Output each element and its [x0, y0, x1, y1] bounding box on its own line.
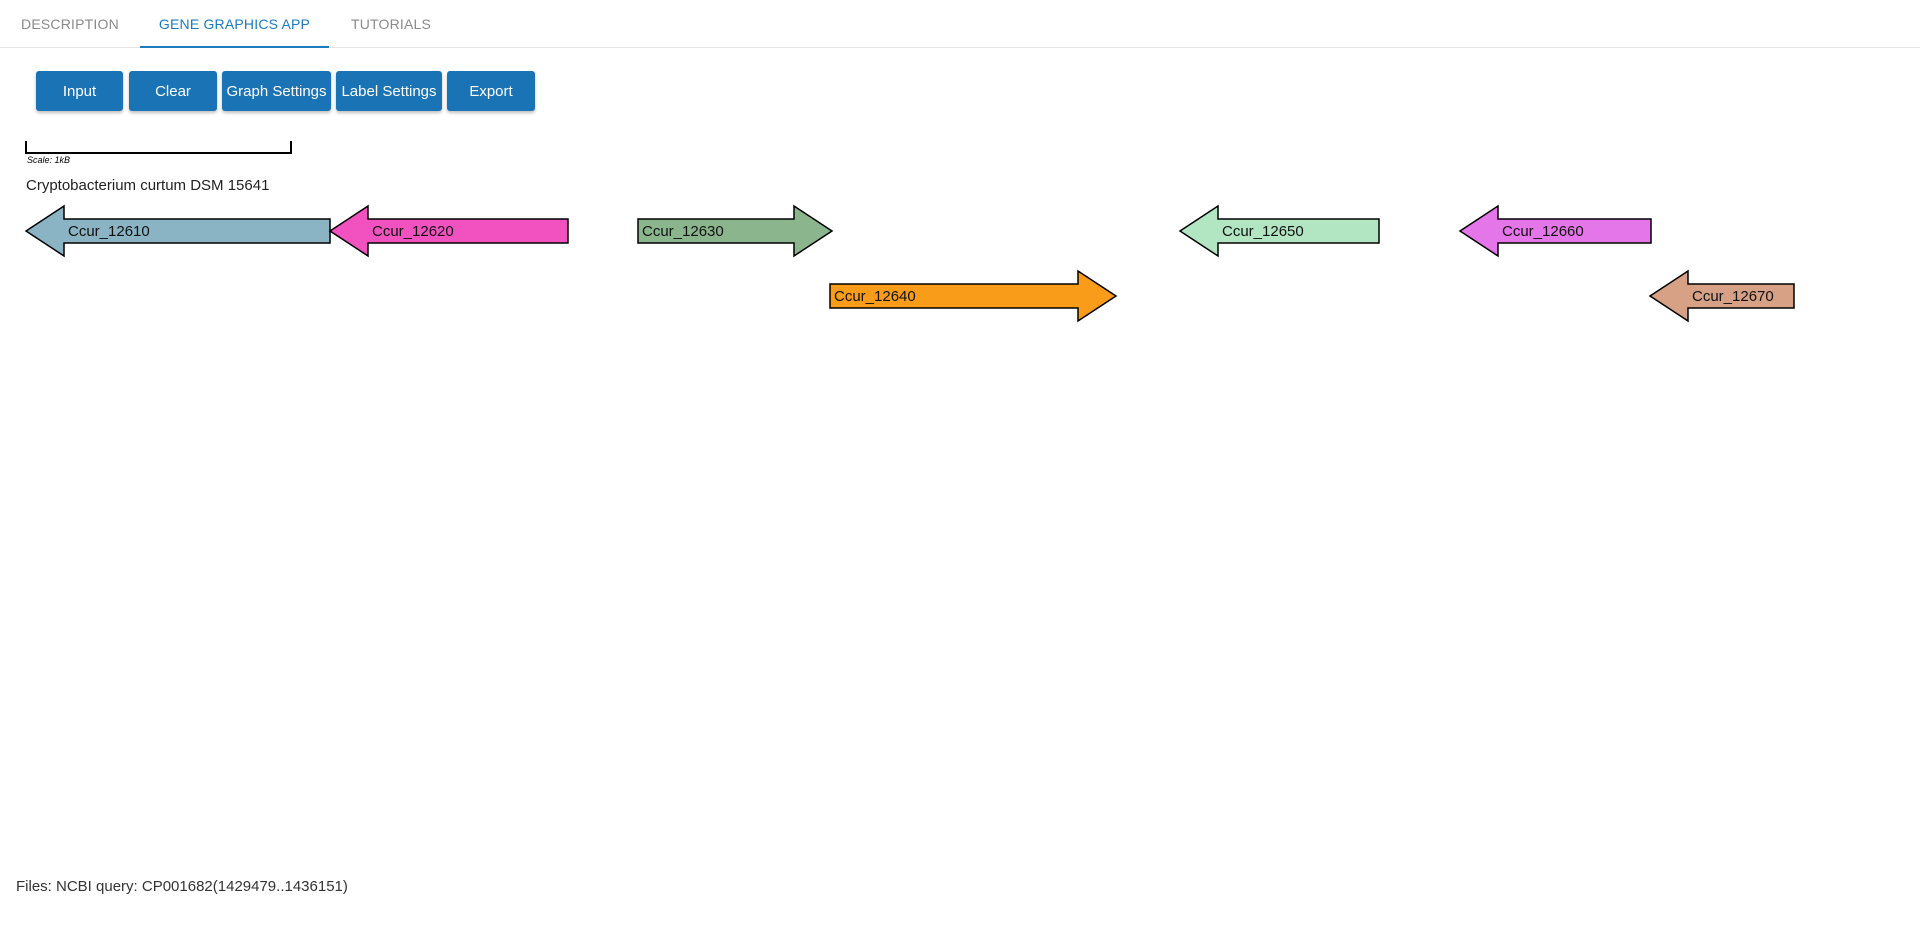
tab-bar: DESCRIPTION GENE GRAPHICS APP TUTORIALS [0, 0, 1920, 48]
gene-arrow[interactable] [1458, 204, 1652, 258]
gene-graphic-canvas: Scale: 1kB Cryptobacterium curtum DSM 15… [24, 141, 1795, 323]
input-button[interactable]: Input [36, 71, 123, 111]
export-button[interactable]: Export [447, 71, 535, 111]
label-settings-button[interactable]: Label Settings [336, 71, 442, 111]
gene-arrow[interactable] [637, 204, 834, 258]
tab-tutorials[interactable]: TUTORIALS [350, 16, 432, 32]
genome-name: Cryptobacterium curtum DSM 15641 [26, 177, 269, 194]
gene-label: Ccur_12660 [1502, 223, 1584, 240]
gene-arrows: Ccur_12610 Ccur_12620 Ccur_12630Ccur_12640… [24, 204, 1795, 323]
gene-arrow[interactable] [1178, 204, 1380, 258]
tab-gene-graphics-app[interactable]: GENE GRAPHICS APP [140, 0, 329, 48]
gene-label: Ccur_12630 [642, 223, 724, 240]
gene-label: Ccur_12610 [68, 223, 150, 240]
files-info: Files: NCBI query: CP001682(1429479..143… [16, 878, 348, 895]
gene-label: Ccur_12640 [834, 288, 916, 305]
gene-arrow[interactable] [829, 269, 1118, 323]
gene-arrow[interactable] [328, 204, 569, 258]
clear-button[interactable]: Clear [129, 71, 217, 111]
gene-label: Ccur_12620 [372, 223, 454, 240]
gene-arrow[interactable] [1648, 269, 1795, 323]
gene-label: Ccur_12650 [1222, 223, 1304, 240]
scale-label: Scale: 1kB [27, 155, 70, 165]
graph-settings-button[interactable]: Graph Settings [222, 71, 331, 111]
tab-description[interactable]: DESCRIPTION [21, 16, 119, 32]
gene-label: Ccur_12670 [1692, 288, 1774, 305]
scale-bar [25, 141, 292, 154]
gene-arrow[interactable] [24, 204, 331, 258]
